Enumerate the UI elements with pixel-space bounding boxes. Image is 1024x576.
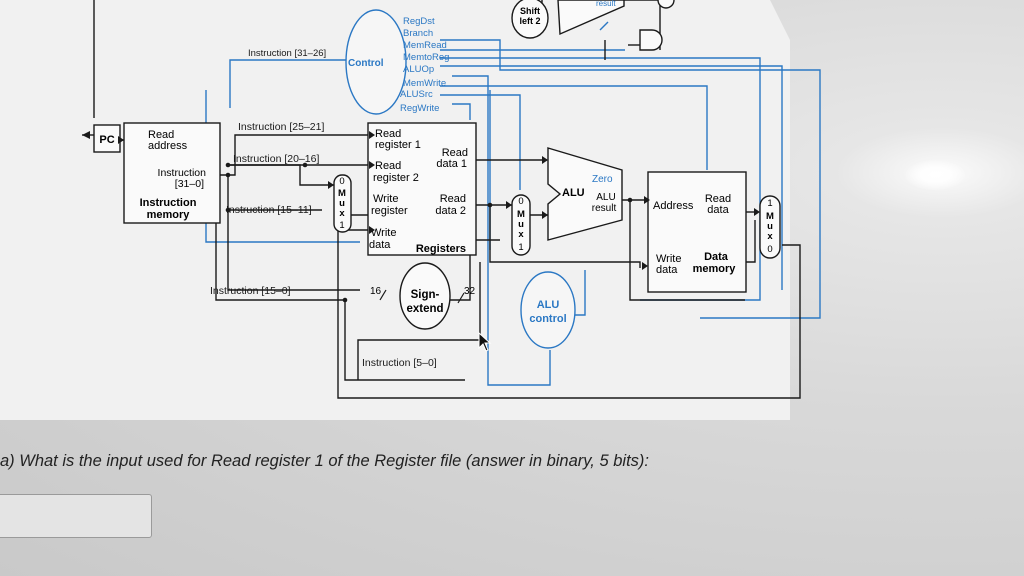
question-text: a) What is the input used for Read regis… bbox=[0, 452, 649, 470]
svg-text:ALUOp: ALUOp bbox=[403, 64, 434, 75]
mouse-cursor-icon bbox=[478, 332, 492, 352]
adder-result-label: result bbox=[596, 0, 616, 8]
svg-text:Instruction [15–11]: Instruction [15–11] bbox=[226, 204, 312, 216]
branch-adder bbox=[557, 0, 625, 36]
svg-text:ALUSrc: ALUSrc bbox=[400, 89, 433, 100]
memtoreg-mux bbox=[759, 195, 781, 259]
screen-glare bbox=[905, 160, 965, 190]
pcsrc-mux-fragment bbox=[657, 0, 675, 9]
alu-control-unit bbox=[520, 271, 576, 349]
wire-junctions bbox=[225, 162, 633, 303]
svg-text:1: 1 bbox=[339, 220, 344, 231]
width-32-label: 32 bbox=[464, 286, 476, 297]
wire-arrows bbox=[82, 131, 760, 270]
svg-text:0: 0 bbox=[767, 244, 772, 255]
svg-text:Instruction [20–16]: Instruction [20–16] bbox=[233, 153, 319, 165]
svg-text:x: x bbox=[518, 229, 524, 240]
control-unit bbox=[345, 9, 407, 115]
alu-zero-label: Zero bbox=[592, 174, 613, 185]
svg-text:M: M bbox=[517, 209, 525, 220]
svg-text:RegWrite: RegWrite bbox=[400, 103, 439, 114]
control-signal-labels: RegDst Branch MemRead MemtoReg ALUOp Mem… bbox=[400, 16, 449, 114]
svg-text:M: M bbox=[766, 211, 774, 222]
svg-text:Instruction [31–26]: Instruction [31–26] bbox=[248, 48, 326, 59]
svg-text:MemRead: MemRead bbox=[403, 40, 447, 51]
instruction-field-labels: Instruction [31–26] Instruction [25–21] … bbox=[210, 48, 437, 369]
width-16-label: 16 bbox=[370, 286, 382, 297]
svg-text:x: x bbox=[339, 208, 345, 219]
dmem-address: Address bbox=[653, 200, 694, 212]
sign-extend-unit bbox=[399, 262, 451, 330]
sign-extend-label: Sign-extend bbox=[406, 289, 443, 315]
svg-text:x: x bbox=[767, 231, 773, 242]
svg-text:Instruction [5–0]: Instruction [5–0] bbox=[362, 357, 437, 369]
regdst-mux bbox=[333, 174, 352, 233]
alu bbox=[547, 147, 623, 241]
register-file-name: Registers bbox=[416, 243, 466, 255]
svg-text:u: u bbox=[339, 198, 345, 209]
svg-text:Branch: Branch bbox=[403, 28, 433, 39]
alusrc-mux-label: 0 M u x 1 bbox=[517, 196, 525, 253]
pc-label: PC bbox=[99, 134, 114, 146]
svg-text:MemWrite: MemWrite bbox=[403, 78, 446, 89]
svg-text:u: u bbox=[767, 221, 773, 232]
shift-left-2-unit bbox=[511, 0, 549, 39]
svg-text:M: M bbox=[338, 188, 346, 199]
answer-input[interactable] bbox=[0, 494, 152, 538]
register-file bbox=[367, 122, 477, 256]
alu-label: ALU bbox=[562, 187, 585, 199]
svg-text:1: 1 bbox=[518, 242, 523, 253]
imem-instruction-label: Instruction[31–0] bbox=[158, 167, 207, 190]
data-memory bbox=[647, 171, 747, 293]
instruction-memory bbox=[123, 122, 221, 224]
svg-text:0: 0 bbox=[518, 196, 523, 207]
branch-and-gate bbox=[639, 29, 663, 51]
svg-text:Instruction [25–21]: Instruction [25–21] bbox=[238, 121, 324, 133]
svg-text:RegDst: RegDst bbox=[403, 16, 435, 27]
control-label: Control bbox=[348, 58, 384, 69]
alusrc-mux bbox=[511, 194, 531, 256]
pc-register bbox=[93, 124, 121, 153]
svg-text:Instruction [15–0]: Instruction [15–0] bbox=[210, 285, 291, 297]
memtoreg-mux-label: 1 M u x 0 bbox=[766, 198, 774, 255]
svg-text:0: 0 bbox=[339, 176, 344, 187]
svg-text:1: 1 bbox=[767, 198, 772, 209]
svg-text:u: u bbox=[518, 219, 524, 230]
bus-slash-32 bbox=[457, 292, 465, 304]
svg-text:MemtoReg: MemtoReg bbox=[403, 52, 449, 63]
regdst-mux-label: 0 M u x 1 bbox=[338, 176, 346, 231]
bus-slash-16 bbox=[379, 289, 387, 301]
